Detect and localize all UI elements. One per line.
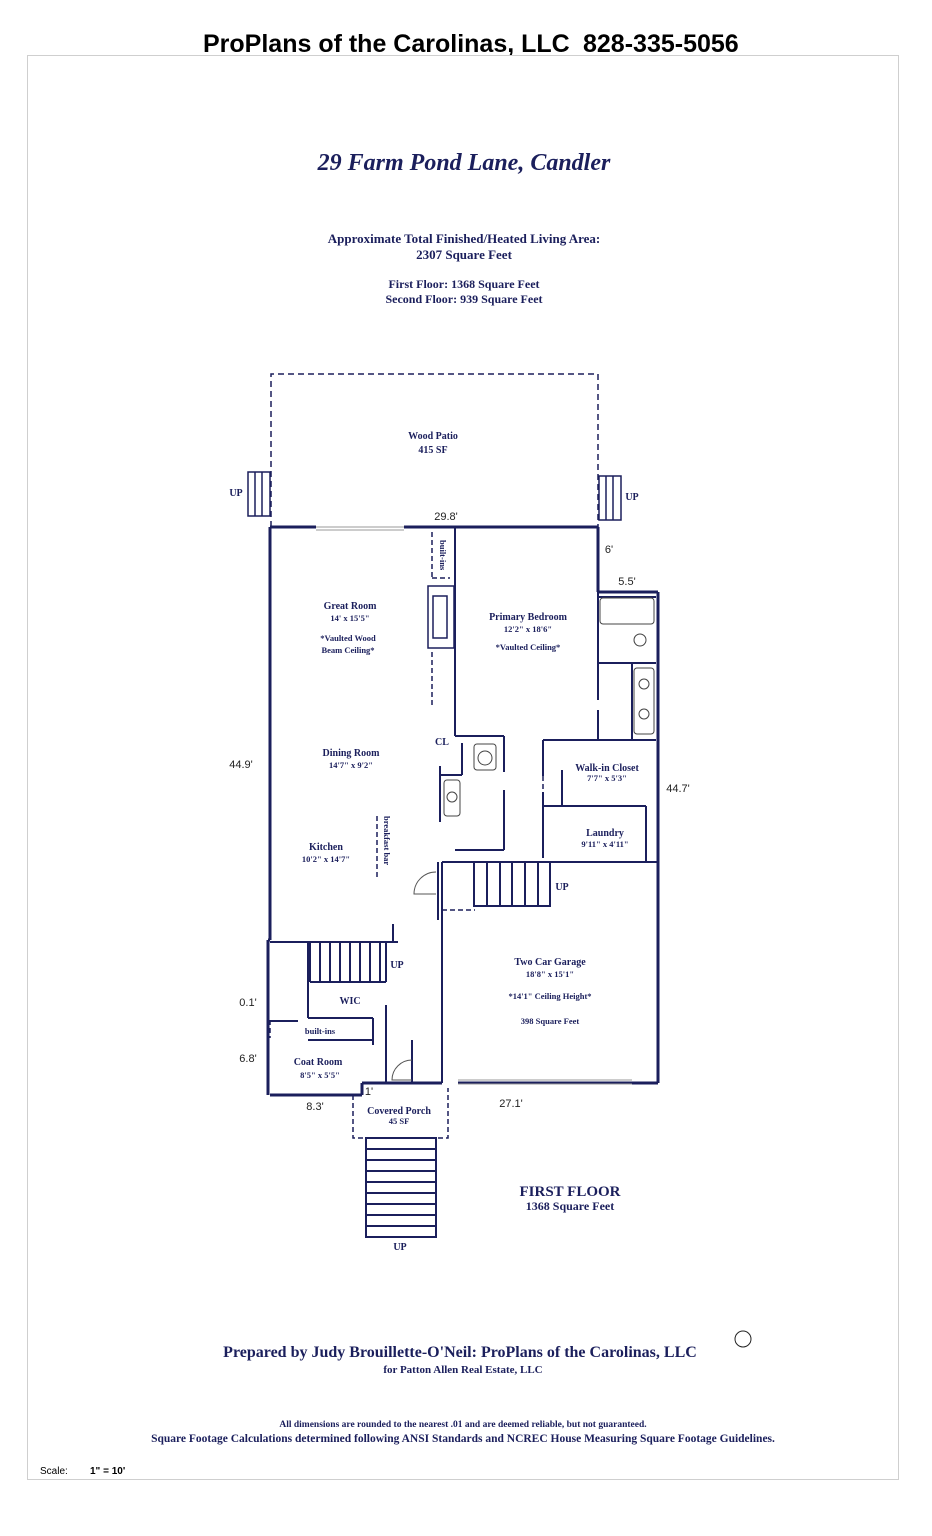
standards-note: Square Footage Calculations determined f…	[151, 1433, 775, 1445]
builtins-top-label: built-ins	[438, 540, 448, 571]
patio-step-left	[247, 471, 271, 517]
coat-room-label: Coat Room	[294, 1057, 343, 1068]
dim-bottom-right: 27.1'	[499, 1098, 523, 1110]
breakfast-bar-label: breakfast bar	[382, 816, 392, 865]
exterior-walls	[266, 525, 660, 1097]
dim-left-step-2: 6.8'	[239, 1053, 256, 1065]
kitchen-dim: 10'2" x 14'7"	[302, 854, 350, 864]
garage-note: *14'1" Ceiling Height*	[508, 991, 591, 1001]
primary-bedroom-dim: 12'2" x 18'6"	[504, 624, 552, 634]
interior-stairs	[309, 942, 387, 983]
great-room-note-1: *Vaulted Wood	[320, 633, 376, 643]
circle-mark	[734, 1330, 752, 1348]
dining-room-dim: 14'7" x 9'2"	[329, 760, 373, 770]
company-name: ProPlans of the Carolinas, LLC	[203, 30, 570, 58]
covered-porch-label: Covered Porch	[367, 1106, 431, 1117]
scale-value: 1" = 10'	[90, 1466, 126, 1477]
up-label-garage-stair: UP	[555, 882, 568, 893]
total-area-value: 2307 Square Feet	[416, 247, 512, 262]
wood-patio-area: 415 SF	[418, 445, 447, 456]
fireplace-builtins	[269, 532, 544, 1038]
dim-notch-vertical: 6'	[605, 544, 613, 556]
prepared-by: Prepared by Judy Brouillette-O'Neil: Pro…	[223, 1344, 697, 1361]
garage-area: 398 Square Feet	[521, 1016, 580, 1026]
wood-patio-label: Wood Patio	[408, 431, 458, 442]
great-room-dim: 14' x 15'5"	[330, 613, 369, 623]
floor-area: 1368 Square Feet	[526, 1199, 614, 1213]
property-address: 29 Farm Pond Lane, Candler	[317, 150, 611, 176]
total-area-label: Approximate Total Finished/Heated Living…	[327, 231, 601, 246]
garage-label: Two Car Garage	[514, 957, 586, 968]
dim-left-step-1: 0.1'	[239, 997, 256, 1009]
covered-porch-area: 45 SF	[389, 1116, 410, 1126]
disclaimer: All dimensions are rounded to the neares…	[279, 1420, 647, 1430]
scale-label: Scale:	[40, 1466, 68, 1477]
wic-label: WIC	[339, 996, 360, 1007]
builtins-bottom-label: built-ins	[305, 1026, 336, 1036]
walkin-closet-label: Walk-in Closet	[575, 763, 639, 774]
primary-bedroom-label: Primary Bedroom	[489, 612, 568, 623]
garage-stairs	[473, 861, 551, 907]
phone-number: 828-335-5056	[583, 30, 739, 58]
up-label-porch-stair: UP	[393, 1242, 406, 1253]
laundry-label: Laundry	[586, 828, 624, 839]
floor-title: FIRST FLOOR	[520, 1184, 621, 1200]
laundry-dim: 9'11" x 4'11"	[581, 839, 628, 849]
coat-room-dim: 8'5" x 5'5"	[300, 1070, 340, 1080]
first-floor-area: First Floor: 1368 Square Feet	[388, 277, 540, 291]
kitchen-label: Kitchen	[309, 842, 343, 853]
dim-porch-step: 1'	[365, 1086, 373, 1098]
dim-notch-horizontal: 5.5'	[618, 576, 635, 588]
prepared-for: for Patton Allen Real Estate, LLC	[383, 1364, 543, 1376]
dim-top: 29.8'	[434, 511, 458, 523]
second-floor-area: Second Floor: 939 Square Feet	[385, 292, 543, 306]
dim-bottom-left: 8.3'	[306, 1101, 323, 1113]
up-label-patio-right: UP	[625, 492, 638, 503]
patio-step-right	[598, 475, 622, 521]
primary-bedroom-note: *Vaulted Ceiling*	[496, 642, 561, 652]
dim-right: 44.7'	[666, 783, 690, 795]
dim-left: 44.9'	[229, 759, 253, 771]
porch-stairs	[365, 1137, 437, 1238]
page-frame	[27, 55, 899, 1480]
up-label-interior-stair: UP	[390, 960, 403, 971]
dining-room-label: Dining Room	[323, 748, 381, 759]
garage-dim: 18'8" x 15'1"	[526, 969, 574, 979]
great-room-note-2: Beam Ceiling*	[321, 645, 374, 655]
great-room-label: Great Room	[324, 601, 378, 612]
closet-label: CL	[435, 737, 449, 748]
up-label-patio-left: UP	[229, 488, 242, 499]
walkin-closet-dim: 7'7" x 5'3"	[587, 773, 627, 783]
